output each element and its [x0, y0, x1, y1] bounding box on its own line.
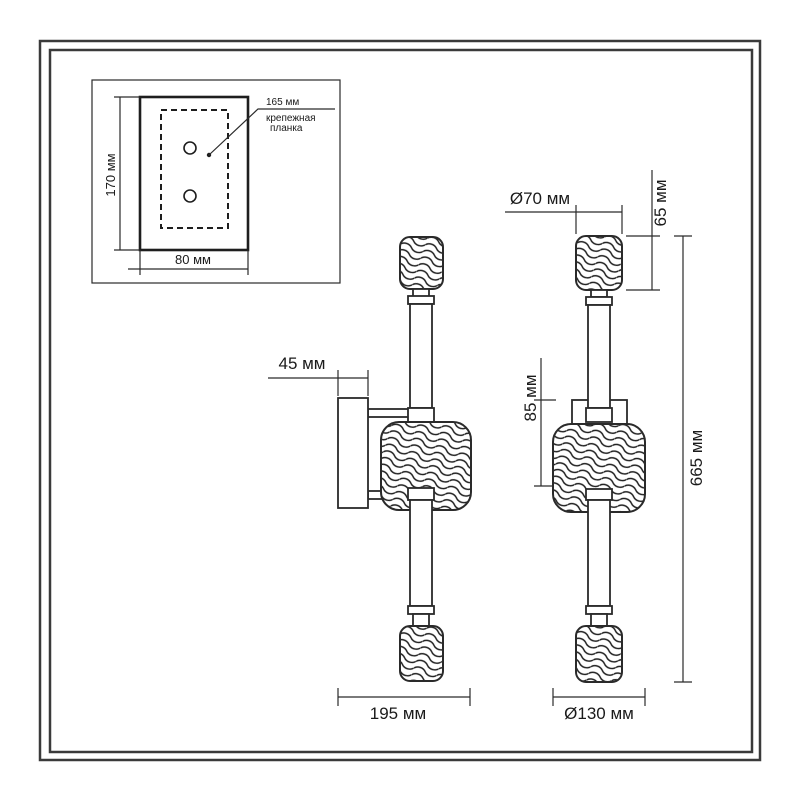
height-85-dimension: 85 мм: [521, 358, 556, 487]
bottom-shade: [399, 625, 444, 682]
inset-box: [91, 79, 341, 284]
front-lower-tube: [587, 499, 611, 607]
front-top-shade: [575, 235, 623, 291]
front-top-ring: [585, 296, 613, 306]
diameter-130-dimension: Ø130 мм: [552, 688, 646, 723]
outer-frame: [38, 39, 762, 762]
diameter-70-label: Ø70 мм: [510, 189, 570, 208]
height-85-label: 85 мм: [521, 374, 540, 421]
depth-label: 45 мм: [278, 354, 325, 373]
front-bottom-shade: [575, 625, 623, 683]
height-665-label: 665 мм: [687, 430, 706, 486]
front-bottom-ring: [585, 605, 613, 615]
depth-45-dimension: 45 мм: [268, 354, 369, 396]
top-ring: [407, 295, 435, 305]
bottom-collar: [412, 613, 430, 627]
lamp-side-view: [337, 236, 472, 682]
upper-center-ring: [407, 407, 435, 423]
front-lower-center-ring: [585, 488, 613, 501]
front-upper-center-ring: [585, 407, 613, 423]
wall-backplate: [337, 397, 369, 509]
wall-plate: [138, 95, 250, 252]
height-65-label: 65 мм: [651, 179, 670, 226]
mounting-bar-label-line2: планка: [270, 123, 303, 134]
mounting-bar-label-line1: крепежная: [266, 113, 316, 124]
lower-tube: [409, 499, 433, 607]
height-665-dimension: 665 мм: [674, 235, 706, 683]
plate-height-label: 170 мм: [103, 153, 118, 196]
diameter-130-label: Ø130 мм: [564, 704, 634, 723]
lower-center-ring: [407, 487, 435, 501]
mounting-bar-length-label: 165 мм: [266, 97, 299, 108]
bottom-ring: [407, 605, 435, 615]
mounting-hole-bottom: [183, 189, 197, 203]
height-65-dimension: 65 мм: [626, 170, 670, 291]
top-shade: [399, 236, 444, 290]
mounting-plate-inset: 165 мм крепежная планка 170 мм 80 мм: [91, 79, 341, 284]
front-bottom-collar: [590, 613, 608, 627]
front-top-collar: [590, 289, 608, 298]
mounting-hole-top: [183, 141, 197, 155]
width-195-dimension: 195 мм: [337, 688, 471, 723]
diameter-70-dimension: Ø70 мм: [505, 189, 623, 234]
mounting-bar-outline: [160, 109, 229, 229]
lamp-front-view: [552, 235, 646, 683]
upper-arm: [367, 408, 413, 418]
plate-width-label: 80 мм: [175, 252, 211, 267]
front-upper-tube: [587, 304, 611, 409]
inner-frame: [48, 48, 754, 754]
upper-tube: [409, 303, 433, 409]
width-label: 195 мм: [370, 704, 426, 723]
leader-line: [208, 108, 335, 156]
